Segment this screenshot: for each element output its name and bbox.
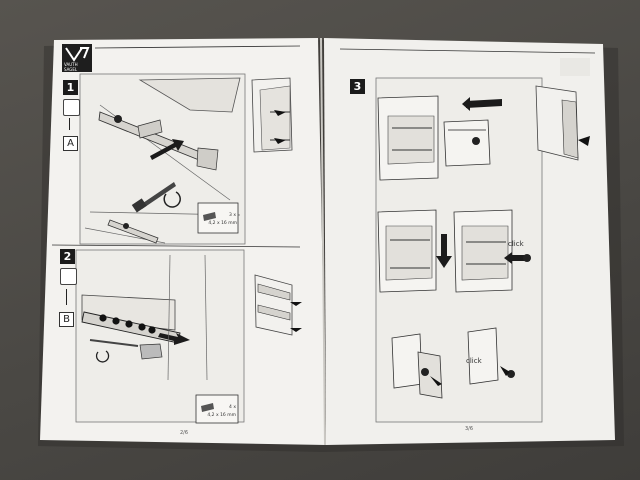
step-2-box-label: B xyxy=(59,312,74,327)
step-1-screw-size: 4,2 x 16 mm xyxy=(208,221,237,226)
level-icon-step2 xyxy=(60,268,77,285)
right-page-number: 3/6 xyxy=(465,426,474,432)
step-1-screw-qty: 3 x xyxy=(229,213,236,218)
step-2-screw-size: 4,2 x 16 mm xyxy=(207,413,236,418)
brand-logo-line1: VAUTH xyxy=(64,62,78,67)
level-icon-step1 xyxy=(63,99,80,116)
brand-logo-line2: SAGEL xyxy=(64,67,78,72)
down-arrow-icon-step1 xyxy=(69,118,70,130)
click-label-2: click xyxy=(466,357,482,365)
step-2-number: 2 xyxy=(60,249,75,264)
step-3-number: 3 xyxy=(350,79,365,94)
click-label-1: click xyxy=(508,240,524,248)
left-page-number: 2/6 xyxy=(180,430,189,436)
step-1-box-label: A xyxy=(63,136,78,151)
step-2-screw-qty: 4 x xyxy=(229,405,236,410)
step-1-number: 1 xyxy=(63,80,78,95)
down-arrow-icon-step2 xyxy=(66,289,67,305)
